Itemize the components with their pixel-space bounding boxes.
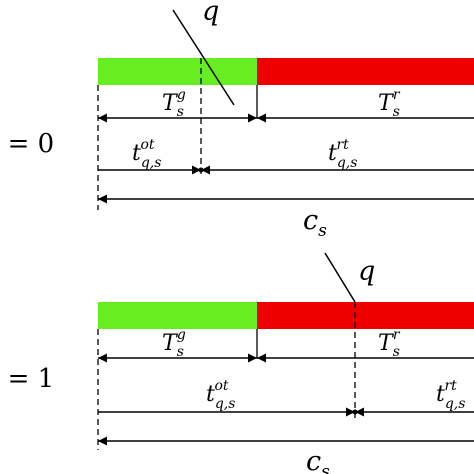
green-duration-label: Tsg [162, 87, 186, 120]
indicator-label: s = 1 [0, 364, 54, 394]
marker-q-label: q [202, 0, 219, 27]
arrival-point [352, 409, 358, 415]
left-time-label: tq,sot [206, 378, 235, 412]
red-phase-bar [257, 58, 474, 85]
cycle-label: cs [306, 446, 330, 474]
green-phase-bar [98, 58, 257, 85]
arrival-point [198, 167, 204, 173]
cycle-label: cs [303, 205, 327, 241]
left-time-label: tq,sot [132, 137, 161, 171]
marker-q-slash [324, 252, 356, 303]
panel-top: q Tsg Tsr s = 0 tq,sot tq,srt cs [0, 0, 474, 241]
marker-q-label: q [358, 256, 375, 287]
right-time-label: tq,srt [436, 378, 465, 412]
green-duration-label: Tsg [162, 327, 186, 360]
marker-q-slash [172, 9, 235, 106]
panel-bottom: q Tsg Tsr s = 1 tq,sot tq,srt cs [0, 252, 474, 474]
red-duration-label: Tsr [378, 327, 401, 360]
green-phase-bar [98, 302, 257, 329]
red-duration-label: Tsr [378, 87, 401, 120]
red-phase-bar [257, 302, 474, 329]
indicator-label: s = 0 [0, 129, 54, 159]
right-time-label: tq,srt [328, 137, 357, 171]
